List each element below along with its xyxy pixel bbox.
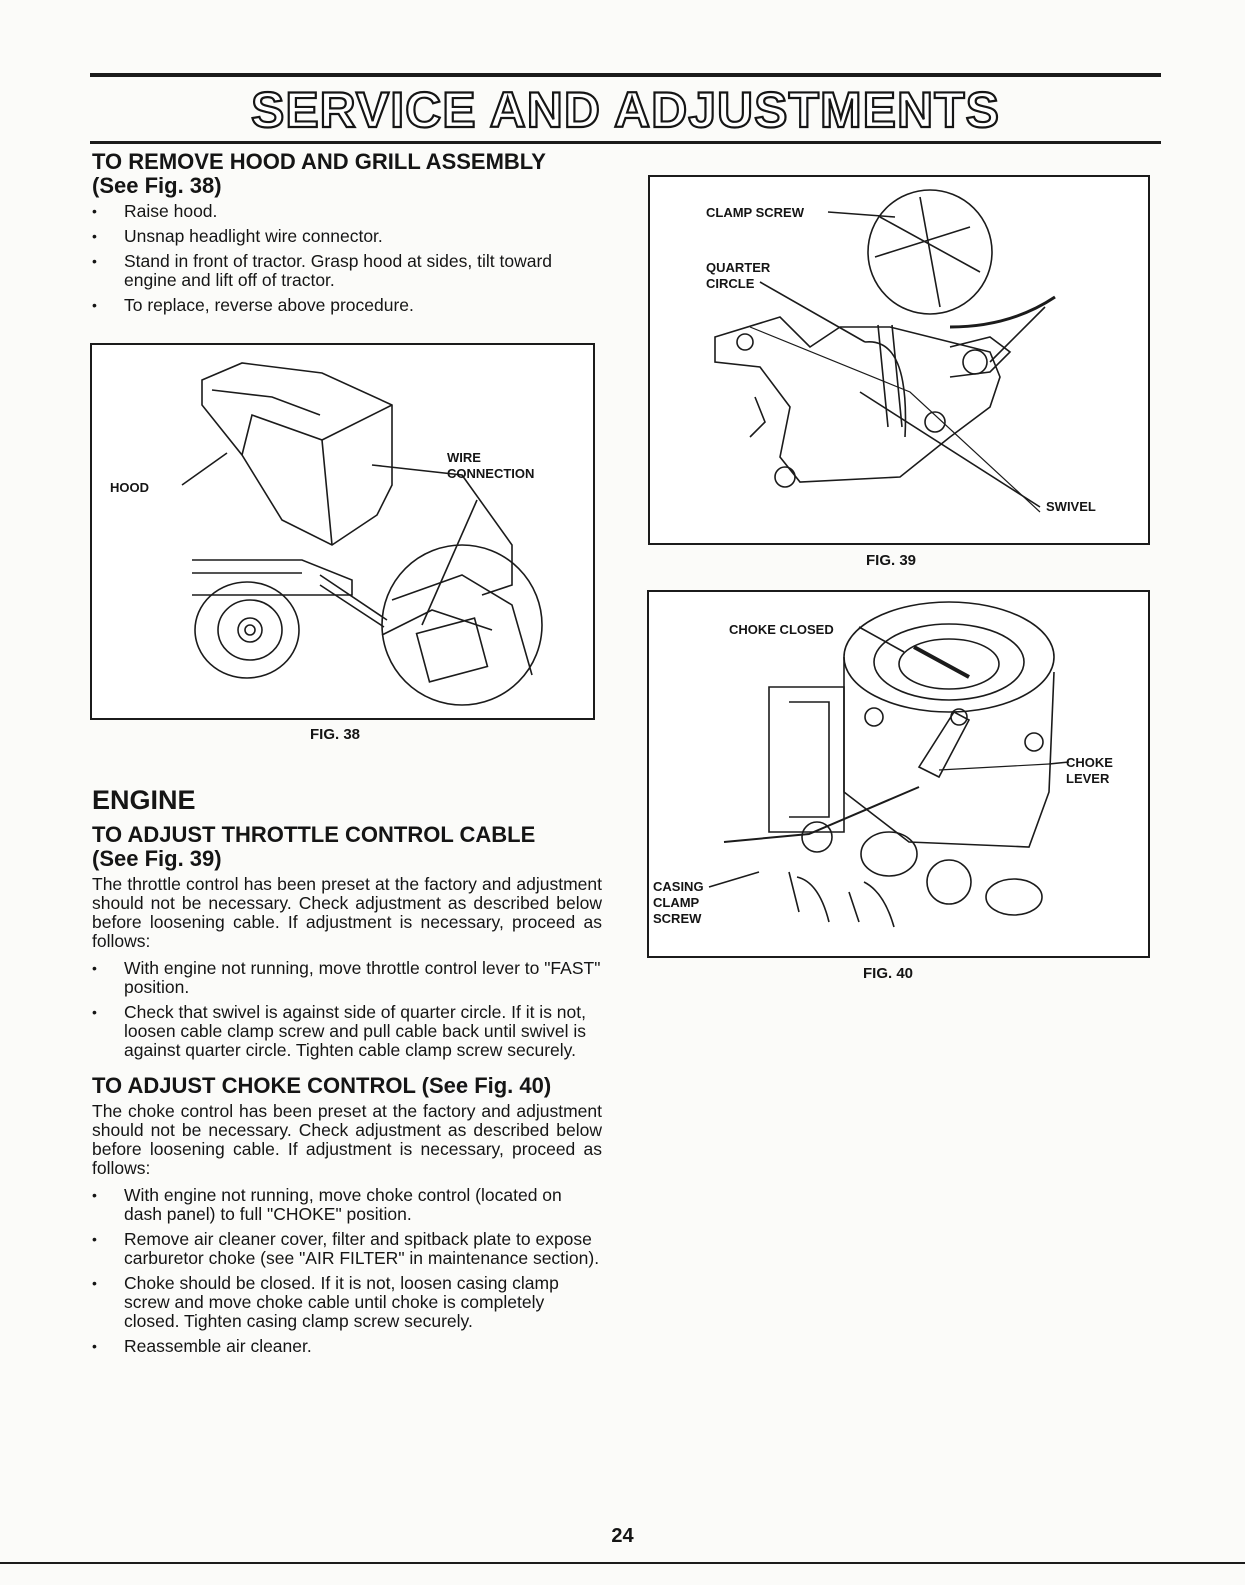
fig40-callout-casing: CASING [653,879,704,894]
bullet-icon: • [92,228,97,244]
carburetor-drawing [708,601,1070,928]
throttle-subheading: (See Fig. 39) [92,846,222,871]
header-rule-top [90,73,1161,77]
bullet-icon: • [92,1338,97,1354]
left-column: TO REMOVE HOOD AND GRILL ASSEMBLY (See F… [92,150,602,321]
bullet-icon: • [92,1187,97,1203]
footer-rule [0,1562,1245,1564]
fig40-callout-clamp: CLAMP [653,895,700,910]
bullet-icon: • [92,960,97,976]
list-item: •Raise hood. [92,201,218,221]
bullet-icon: • [92,203,97,219]
throttle-heading-block: TO ADJUST THROTTLE CONTROL CABLE (See Fi… [92,823,602,871]
fig40-callout-lever: LEVER [1066,771,1110,786]
list-item: •Remove air cleaner cover, filter and sp… [92,1229,600,1268]
fig40-callout-choke-closed: CHOKE CLOSED [729,622,834,637]
fig39-callout-circle: CIRCLE [706,276,755,291]
page-number: 24 [611,1525,634,1547]
fig39-caption: FIG. 39 [866,552,917,569]
list-item: •Choke should be closed. If it is not, l… [92,1273,559,1331]
fig40-illustration: CHOKE CLOSED CHOKE LEVER CASING CLAMP SC… [647,590,1150,958]
throttle-heading: TO ADJUST THROTTLE CONTROL CABLE [92,822,536,847]
fig38-callout-connection: CONNECTION [447,466,535,481]
fig39-illustration: CLAMP SCREW QUARTER CIRCLE SWIVEL [648,175,1150,545]
bullet-icon: • [92,297,97,313]
bullet-icon: • [92,1231,97,1247]
header-rule-bottom [90,141,1161,144]
fig38-callout-wire: WIRE [447,450,481,465]
choke-intro: The choke control has been preset at the… [92,1101,602,1178]
bullet-icon: • [92,1275,97,1291]
list-item: •With engine not running, move choke con… [92,1185,562,1224]
list-item: •Check that swivel is against side of qu… [92,1002,587,1060]
list-item: •Unsnap headlight wire connector. [92,226,383,246]
choke-heading: TO ADJUST CHOKE CONTROL (See Fig. 40) [92,1073,552,1098]
hood-subheading: (See Fig. 38) [92,173,222,198]
fig39-callout-quarter: QUARTER [706,260,771,275]
hood-drawing [181,362,543,706]
bullet-icon: • [92,1004,97,1020]
throttle-intro: The throttle control has been preset at … [92,874,602,951]
fig40-callout-choke: CHOKE [1066,755,1113,770]
throttle-linkage-drawing [714,189,1056,513]
engine-section: ENGINE TO ADJUST THROTTLE CONTROL CABLE … [92,785,602,1362]
hood-section-heading: TO REMOVE HOOD AND GRILL ASSEMBLY (See F… [92,150,602,198]
fig38-illustration: HOOD WIRE CONNECTION [90,343,595,720]
engine-heading: ENGINE [92,785,196,815]
fig39-callout-swivel: SWIVEL [1046,499,1096,514]
list-item: •Stand in front of tractor. Grasp hood a… [92,251,552,290]
list-item: •To replace, reverse above procedure. [92,295,414,315]
hood-heading-text: TO REMOVE HOOD AND GRILL ASSEMBLY [92,149,546,174]
hood-steps-list: •Raise hood. •Unsnap headlight wire conn… [92,202,602,315]
bullet-icon: • [92,253,97,269]
throttle-steps-list: •With engine not running, move throttle … [92,959,602,1060]
fig39-callout-clamp-screw: CLAMP SCREW [706,205,804,220]
choke-steps-list: •With engine not running, move choke con… [92,1186,602,1356]
list-item: •With engine not running, move throttle … [92,958,601,997]
fig38-callout-hood: HOOD [110,480,149,495]
page-title: SERVICE AND ADJUSTMENTS [250,81,1001,139]
list-item: •Reassemble air cleaner. [92,1336,312,1356]
fig38-caption: FIG. 38 [310,726,361,743]
fig40-caption: FIG. 40 [863,965,914,982]
fig40-callout-screw: SCREW [653,911,702,926]
